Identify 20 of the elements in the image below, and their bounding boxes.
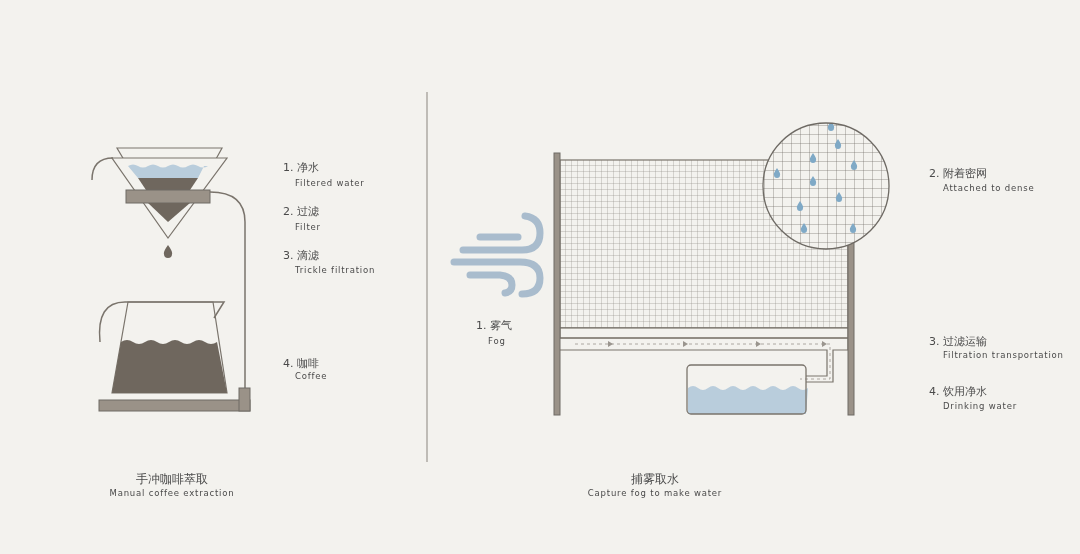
english-label: Drinking water xyxy=(943,402,1017,412)
step-label: 3. 过滤运输 xyxy=(929,336,987,349)
step-label: 2. 过滤 xyxy=(283,206,319,219)
step-label: 4. 咖啡 xyxy=(283,358,319,371)
english-label: Coffee xyxy=(295,372,328,382)
english-label: Attached to dense xyxy=(943,184,1035,194)
english-label: Trickle filtration xyxy=(295,266,376,276)
english-label: Filtered water xyxy=(295,179,365,189)
step-label: 1. 净水 xyxy=(283,162,319,175)
panel-caption: Capture fog to make water xyxy=(587,489,723,499)
english-label: Filtration transportation xyxy=(943,351,1064,361)
english-label: Filter xyxy=(295,223,321,233)
panel-caption: Manual coffee extraction xyxy=(109,489,235,499)
step-label: 4. 饮用净水 xyxy=(929,386,987,399)
step-label: 3. 滴滤 xyxy=(283,250,319,263)
step-label: 2. 附着密网 xyxy=(929,168,987,181)
step-label: 1. 雾气 xyxy=(476,320,512,333)
panel-caption: 捕雾取水 xyxy=(631,473,679,487)
english-label: Fog xyxy=(488,337,506,347)
panel-caption: 手冲咖啡萃取 xyxy=(136,473,208,487)
